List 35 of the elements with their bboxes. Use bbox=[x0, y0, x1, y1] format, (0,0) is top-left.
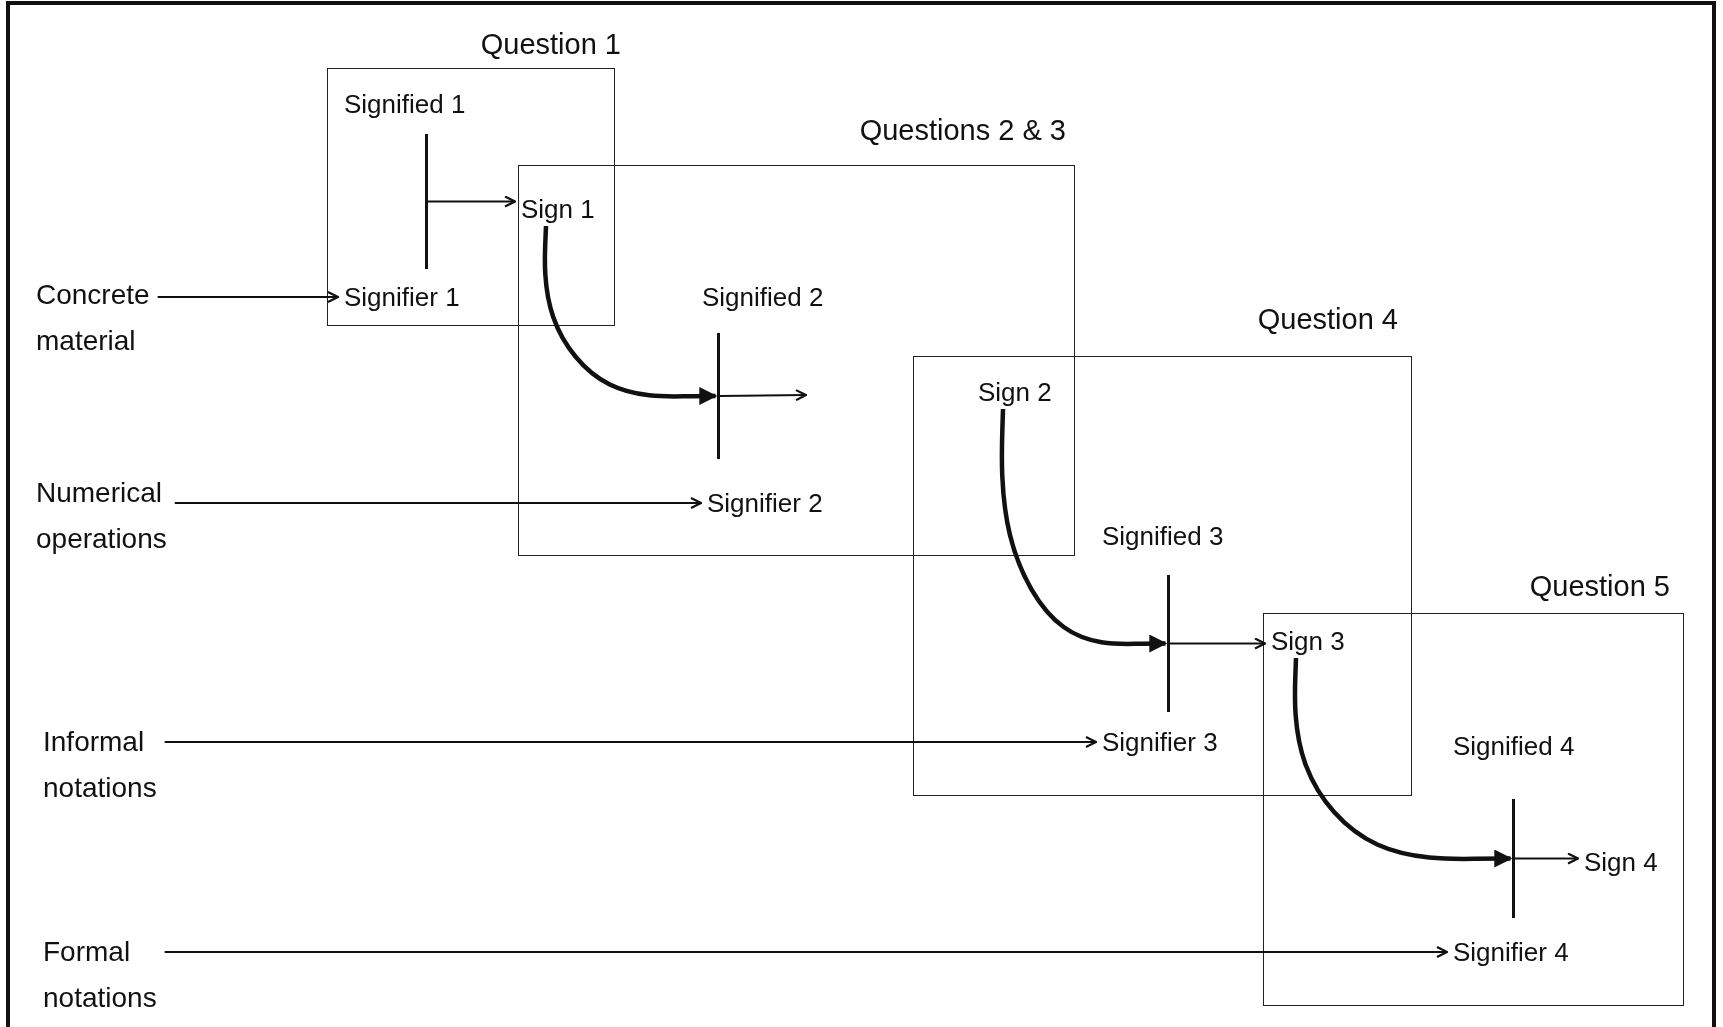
question-title: Question 5 bbox=[1529, 569, 1670, 603]
source-label: Concrete material bbox=[36, 272, 150, 364]
curved-arrow bbox=[542, 225, 718, 405]
arrow bbox=[163, 945, 1449, 959]
term-label: Sign 2 bbox=[978, 377, 1052, 407]
term-label: Signified 4 bbox=[1453, 731, 1575, 761]
source-label: Informal notations bbox=[43, 719, 157, 811]
junction-bar bbox=[1166, 575, 1170, 712]
arrow bbox=[718, 389, 808, 402]
arrow bbox=[426, 195, 517, 208]
curved-arrow bbox=[1292, 657, 1513, 868]
arrow bbox=[156, 290, 340, 304]
arrow bbox=[1513, 852, 1580, 865]
term-label: Signified 2 bbox=[702, 282, 824, 312]
question-title: Question 4 bbox=[1257, 302, 1398, 336]
junction-bar bbox=[424, 134, 428, 269]
term-label: Signified 3 bbox=[1102, 521, 1224, 551]
arrow bbox=[173, 496, 703, 510]
term-label: Signified 1 bbox=[344, 89, 466, 119]
question-title: Question 1 bbox=[480, 27, 621, 61]
curved-arrow bbox=[999, 408, 1168, 653]
term-label: Sign 4 bbox=[1584, 847, 1658, 877]
source-label: Numerical operations bbox=[36, 470, 167, 562]
term-label: Sign 1 bbox=[521, 194, 595, 224]
term-label: Signifier 3 bbox=[1102, 727, 1218, 757]
junction-bar bbox=[716, 333, 720, 459]
source-label: Formal notations bbox=[43, 929, 157, 1021]
term-label: Signifier 2 bbox=[707, 488, 823, 518]
question-title: Questions 2 & 3 bbox=[859, 113, 1066, 147]
term-label: Signifier 1 bbox=[344, 282, 460, 312]
term-label: Signifier 4 bbox=[1453, 937, 1569, 967]
arrow bbox=[1168, 637, 1267, 650]
term-label: Sign 3 bbox=[1271, 626, 1345, 656]
arrow bbox=[163, 735, 1098, 749]
junction-bar bbox=[1511, 799, 1515, 918]
